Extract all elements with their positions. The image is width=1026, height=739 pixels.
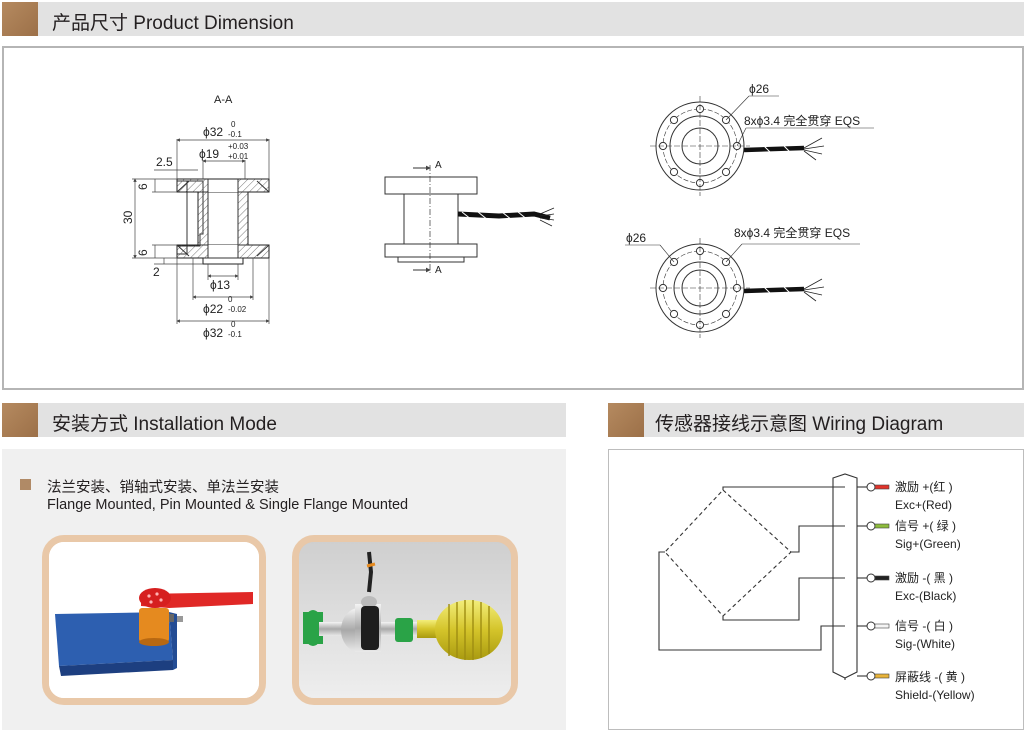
pin-mount-illustration	[299, 542, 511, 698]
dim-6-top: 6	[136, 183, 150, 190]
dimension-panel: A-A ϕ32 0 -0.1 ϕ19 +0.03 +0.01 2.5 6 30 …	[2, 46, 1024, 390]
wire-label-en: Exc-(Black)	[895, 589, 956, 603]
flange-mounted-photo	[42, 535, 266, 705]
terminal-ring	[866, 573, 876, 583]
top-view-holes: 8xϕ3.4 完全贯穿 EQS	[744, 113, 860, 128]
installation-en: Flange Mounted, Pin Mounted & Single Fla…	[47, 497, 409, 513]
wiring-diagram: 激励 +(红 ) Exc+(Red) 信号 +( 绿 ) Sig+(Green)…	[658, 473, 975, 702]
installation-title: 安装方式 Installation Mode	[52, 414, 277, 435]
section-label: A-A	[214, 94, 233, 106]
d-outer-top: ϕ32	[203, 125, 223, 139]
d-outer-bottom-tol-lower: -0.1	[228, 330, 242, 339]
wiring-header: 传感器接线示意图 Wiring Diagram	[608, 403, 1024, 437]
wall-right	[237, 191, 249, 246]
connector-bar	[832, 473, 858, 679]
wire-label-zh: 激励 +(红 )	[895, 479, 953, 494]
d-outer-top-tol-lower: -0.1	[228, 130, 242, 139]
wire-label-en: Exc+(Red)	[895, 498, 952, 512]
header-accent	[2, 403, 38, 437]
wiring-title: 传感器接线示意图 Wiring Diagram	[655, 414, 944, 435]
dimension-drawing: A-A ϕ32 0 -0.1 ϕ19 +0.03 +0.01 2.5 6 30 …	[121, 82, 874, 340]
bridge-diamond	[664, 489, 792, 617]
top-circular-view	[650, 95, 874, 196]
d-22-tol-upper: 0	[228, 295, 233, 304]
wire-label-zh: 屏蔽线 -( 黄 )	[895, 670, 965, 684]
d-outer-bottom: ϕ32	[203, 326, 223, 340]
bottom-view-holes: 8xϕ3.4 完全贯穿 EQS	[734, 225, 850, 240]
d-22-tol-lower: -0.02	[228, 305, 247, 314]
wire-label-en: Shield-(Yellow)	[895, 688, 975, 702]
d-inner: ϕ19	[199, 147, 219, 161]
terminal-ring	[866, 482, 876, 492]
wire-color-swatch	[874, 523, 890, 529]
wiring-panel: 激励 +(红 ) Exc+(Red) 信号 +( 绿 ) Sig+(Green)…	[608, 449, 1024, 730]
dimension-header: 产品尺寸 Product Dimension	[2, 2, 1024, 36]
bottom-view-d26: ϕ26	[626, 231, 646, 245]
wire-label-zh: 信号 -( 白 )	[895, 618, 953, 633]
wiring-labels: 激励 +(红 ) Exc+(Red) 信号 +( 绿 ) Sig+(Green)…	[895, 479, 975, 702]
wire-label-en: Sig+(Green)	[895, 537, 961, 551]
section-dimensions	[132, 138, 270, 324]
d-inner-tol-upper: +0.03	[228, 142, 249, 151]
terminal-ring	[866, 521, 876, 531]
pin-mounted-photo	[292, 535, 518, 705]
side-view	[384, 165, 555, 274]
wire-color-swatch	[874, 575, 890, 581]
installation-zh: 法兰安装、销轴式安装、单法兰安装	[47, 480, 279, 496]
wire-terminals	[866, 482, 890, 681]
terminal-ring	[866, 671, 876, 681]
dim-2: 2	[153, 265, 160, 279]
dim-30: 30	[121, 210, 135, 224]
dim-2-5: 2.5	[156, 155, 173, 169]
d-outer-bottom-tol-upper: 0	[231, 320, 236, 329]
wire-label-zh: 激励 -( 黑 )	[895, 571, 953, 585]
section-labels: A-A ϕ32 0 -0.1 ϕ19 +0.03 +0.01 2.5 6 30 …	[121, 94, 249, 340]
wire-label-en: Sig-(White)	[895, 637, 955, 651]
d-bore: ϕ13	[210, 278, 230, 292]
header-accent	[608, 403, 644, 437]
dim-6-bottom: 6	[136, 249, 150, 256]
wire-color-swatch	[874, 673, 890, 679]
bottom-circular-view	[625, 238, 860, 338]
d-inner-tol-lower: +0.01	[228, 152, 249, 161]
wire-color-swatch	[874, 623, 890, 629]
bullet-square	[20, 479, 31, 490]
installation-header: 安装方式 Installation Mode	[2, 403, 566, 437]
d-outer-top-tol-upper: 0	[231, 120, 236, 129]
terminal-ring	[866, 621, 876, 631]
dimension-title: 产品尺寸 Product Dimension	[52, 13, 294, 34]
cut-marker-top: A	[435, 160, 442, 171]
bottom-spigot	[202, 257, 244, 265]
flange-mount-illustration	[49, 542, 259, 698]
d-22: ϕ22	[203, 302, 223, 316]
section-view	[176, 178, 270, 265]
wall-left	[197, 191, 209, 246]
cut-marker-bottom: A	[435, 265, 442, 276]
header-accent	[2, 2, 38, 36]
top-view-d26: ϕ26	[749, 82, 769, 96]
wire-label-zh: 信号 +( 绿 )	[895, 518, 956, 533]
wire-color-swatch	[874, 484, 890, 490]
